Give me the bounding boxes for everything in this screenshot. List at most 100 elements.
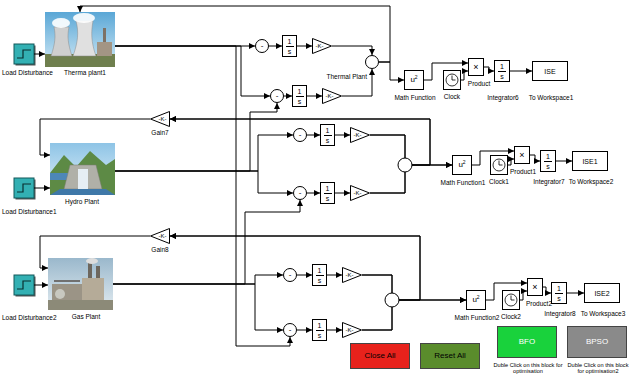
signal-line [115, 103, 277, 171]
sum-block: - [283, 323, 297, 337]
plant-subsystem: Hydro Plant [50, 143, 115, 195]
block-body: ISE [533, 62, 567, 80]
block-symbol: u [458, 161, 462, 169]
block-label: Load Disturbance2 [2, 314, 57, 321]
block-body: - [284, 324, 296, 336]
gain-block: -K- [322, 88, 342, 104]
river [50, 189, 115, 195]
signal-line [115, 46, 290, 346]
block-symbol: 1 [288, 38, 292, 45]
fraction-bar [498, 71, 506, 72]
chimney [88, 262, 92, 278]
block-symbol: s [288, 48, 292, 55]
block-body: 1s [321, 183, 334, 203]
fraction-bar [324, 193, 332, 194]
block-body: BPSO [568, 327, 626, 357]
sky [50, 143, 115, 195]
signal-line [115, 135, 293, 171]
signal-line [332, 46, 372, 55]
block-label: Gain7 [151, 129, 168, 136]
block-symbol: -K- [159, 116, 167, 122]
block-symbol: -K- [326, 93, 334, 99]
block-body [50, 143, 115, 195]
block-label: Product2 [526, 300, 552, 307]
step-icon [14, 275, 36, 297]
block-symbol: 1 [326, 127, 330, 134]
button-text: BPSO [586, 338, 608, 346]
integrator-block: 1s [292, 85, 307, 107]
block-body: 1s [283, 36, 296, 56]
sum-junction [385, 293, 399, 307]
dam [64, 165, 102, 189]
sum-block: - [255, 39, 269, 53]
clock-face [493, 159, 505, 171]
block-body: Close All [351, 344, 409, 368]
block-symbol: 1 [318, 267, 322, 274]
block-label: Integrator7 [533, 178, 564, 185]
block-symbol: × [473, 63, 478, 72]
clock-hands [452, 76, 456, 81]
smoke [86, 258, 98, 264]
block-body: 1s [541, 151, 555, 171]
button-block: Close All [350, 343, 410, 369]
block-symbol: × [519, 151, 524, 160]
block-label: Therma plant1 [64, 69, 106, 76]
product-block: ×Product2 [527, 278, 543, 296]
block-label: To Workspace1 [529, 94, 574, 101]
block-body: - [294, 129, 306, 141]
block-body [490, 155, 508, 175]
block-symbol: s [500, 73, 504, 80]
block-body: -K- [342, 322, 362, 338]
steam [73, 13, 95, 23]
gain-outline [351, 128, 370, 143]
integrator-block: 1s [320, 182, 335, 204]
sum-block: - [293, 186, 307, 200]
integrator-block: 1sIntegrator7 [540, 150, 556, 172]
block-body: × [469, 59, 483, 75]
fraction-bar [555, 293, 563, 294]
sum-block: - [293, 128, 307, 142]
block-symbol: -K- [346, 327, 354, 333]
tank [55, 289, 65, 299]
integrator-block: 1sIntegrator6 [494, 60, 510, 82]
block-body: ISE1 [573, 152, 607, 170]
sum-block: - [283, 268, 297, 282]
signal-line [34, 188, 50, 189]
signal-line [170, 119, 430, 165]
block-body: -K- [150, 228, 170, 244]
signal-line [461, 71, 468, 80]
block-symbol: 1 [557, 285, 561, 292]
block-body: 1s [321, 125, 334, 145]
block-symbol: 1 [326, 185, 330, 192]
block-symbol: s [326, 195, 330, 202]
button-caption: Duble Click on this block for optimisati… [567, 362, 629, 375]
signal-line [284, 96, 292, 97]
clock-block: Clock2 [502, 290, 520, 310]
plant-subsystem: Gas Plant [48, 258, 113, 310]
spillway [78, 169, 88, 189]
clock-face [446, 74, 458, 86]
button-text: Reset All [434, 352, 466, 360]
block-body: × [515, 147, 529, 163]
gain-block: -K-Gain8 [150, 228, 170, 244]
block-symbol: 1 [318, 322, 322, 329]
clock-box [503, 291, 520, 310]
block-symbol: - [276, 93, 279, 99]
gain-block: -K- [350, 185, 370, 201]
gain-block: -K- [312, 38, 332, 54]
signal-line [327, 275, 342, 276]
block-body [14, 44, 34, 64]
gain-outline [343, 268, 362, 283]
integrator-block: 1s [282, 35, 297, 57]
signal-line [297, 330, 312, 331]
math-function-block: u2Math Function [404, 70, 424, 90]
block-body: - [271, 90, 283, 102]
step-curve [17, 281, 31, 289]
signal-line [567, 293, 584, 294]
clock-box [444, 71, 461, 90]
signal-line [297, 46, 312, 47]
block-symbol: - [289, 272, 292, 278]
block-body: - [294, 187, 306, 199]
block-label: Integrator8 [544, 310, 575, 317]
